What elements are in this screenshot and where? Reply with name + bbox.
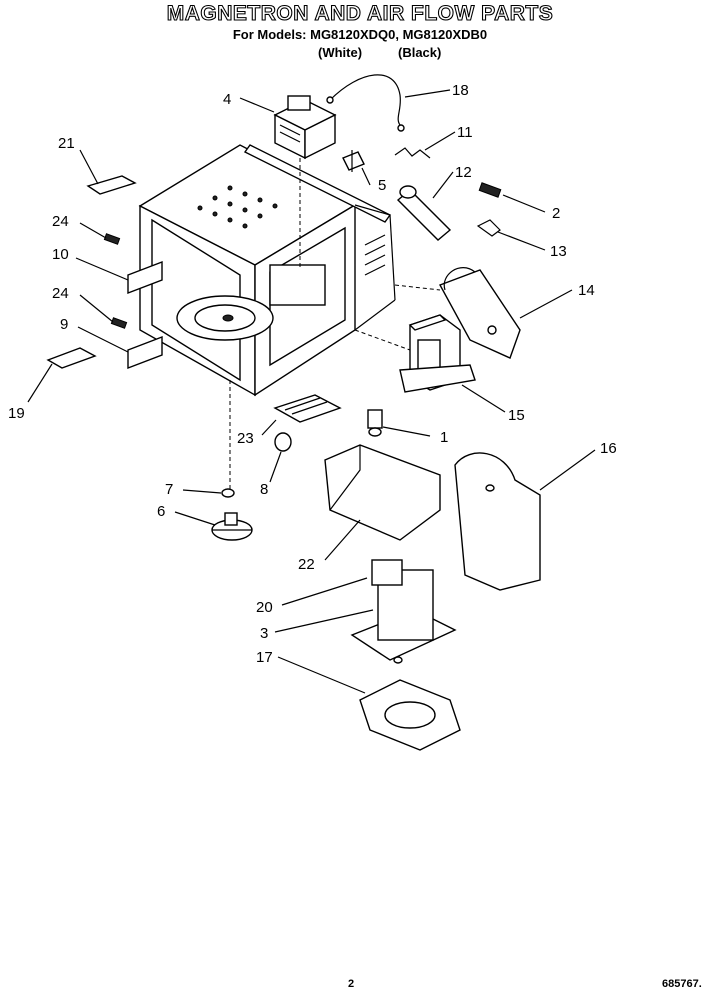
page-number: 2: [348, 978, 355, 990]
callout-22: 22: [298, 556, 315, 573]
clip: [394, 147, 431, 159]
callout-13: 13: [550, 243, 567, 260]
callout-5: 5: [378, 177, 386, 194]
callout-7: 7: [165, 481, 173, 498]
callout-3: 3: [260, 625, 268, 642]
hinge-upper: [86, 175, 137, 195]
callout-14: 14: [578, 282, 595, 299]
callout-4: 4: [223, 91, 231, 108]
thermal-cutout: [342, 150, 365, 172]
wire-lead: [326, 74, 405, 132]
document-number: 685767.: [662, 978, 702, 990]
vent-grille: [273, 394, 342, 423]
callout-21: 21: [58, 135, 75, 152]
color-black-label: (Black): [398, 45, 442, 60]
callout-labels: 4 18 11 12 5 2 13 14 15 1 16 21 24 10 24…: [8, 82, 617, 666]
callout-24-lower: 24: [52, 285, 69, 302]
coupler: [274, 432, 292, 452]
model-numbers: For Models: MG8120XDQ0, MG8120XDB0: [232, 27, 488, 42]
leader-lines: [27, 89, 596, 694]
turntable-motor: [211, 512, 253, 541]
callout-1: 1: [440, 429, 448, 446]
cavity-vent-holes: [197, 185, 278, 229]
diagram-title: MAGNETRON AND AIR FLOW PARTS: [166, 1, 554, 25]
screw-lower: [110, 317, 128, 329]
insulation-pad: [359, 679, 461, 751]
callout-17: 17: [256, 649, 273, 666]
callout-18: 18: [452, 82, 469, 99]
blower-motor: [399, 314, 476, 393]
hinge-lower: [46, 347, 97, 369]
diode-bracket: [476, 219, 501, 237]
screw-upper: [103, 233, 121, 245]
washer: [221, 488, 235, 498]
turntable-plate: [176, 295, 274, 341]
oven-cavity: [138, 144, 396, 397]
callout-11: 11: [457, 124, 473, 141]
transformer: [350, 559, 457, 664]
callout-23: 23: [237, 430, 254, 447]
high-voltage-diode: [396, 185, 452, 241]
callout-16: 16: [600, 440, 617, 457]
callout-6: 6: [157, 503, 165, 520]
callout-2: 2: [552, 205, 560, 222]
color-white-label: (White): [318, 45, 363, 60]
cavity-side-louvers: [364, 234, 386, 276]
callout-15: 15: [508, 407, 525, 424]
fan-cap: [367, 409, 383, 437]
callout-24-upper: 24: [52, 213, 69, 230]
callout-19: 19: [8, 405, 25, 422]
magnetron: [273, 95, 337, 160]
callout-8: 8: [260, 481, 268, 498]
callout-12: 12: [455, 164, 472, 181]
fuse: [478, 182, 502, 198]
side-bracket-upper: [127, 260, 163, 295]
air-duct: [438, 267, 521, 359]
duct-cover: [454, 452, 541, 591]
side-bracket-lower: [127, 335, 163, 370]
callout-10: 10: [52, 246, 69, 263]
waveguide-outlet: [269, 264, 326, 306]
callout-9: 9: [60, 316, 68, 333]
air-guide: [324, 444, 441, 541]
callout-20: 20: [256, 599, 273, 616]
